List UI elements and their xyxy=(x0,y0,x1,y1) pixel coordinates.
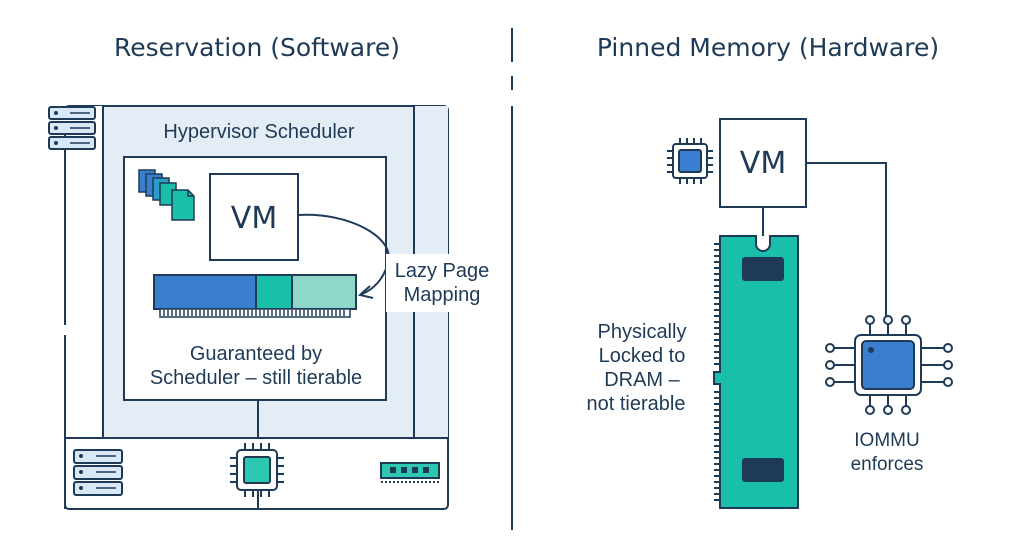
left-title: Reservation (Software) xyxy=(114,33,400,62)
dram-module xyxy=(713,235,799,509)
iommu-label-line1: IOMMU xyxy=(854,430,919,451)
vm-connector-lines xyxy=(762,162,887,322)
left-vm-box xyxy=(209,173,299,261)
mapping-label-line1: Lazy Page xyxy=(395,260,490,282)
cpu-chip-icon xyxy=(667,138,713,184)
iommu-chip-icon xyxy=(825,315,953,415)
locked-label-line2: Locked to xyxy=(599,345,686,367)
right-title: Pinned Memory (Hardware) xyxy=(597,33,939,62)
right-vm-label: VM xyxy=(740,146,786,181)
left-vm-label: VM xyxy=(231,201,277,236)
server-rack-icon xyxy=(73,449,123,496)
locked-label-line1: Physically xyxy=(598,321,687,343)
ram-module-icon xyxy=(380,462,440,483)
cpu-chip-icon xyxy=(230,443,284,497)
mapping-label-bg xyxy=(386,254,492,312)
locked-label-line3: DRAM – xyxy=(604,369,680,391)
left-caption-line2: Scheduler – still tierable xyxy=(150,367,362,389)
left-caption-line1: Guaranteed by xyxy=(190,343,322,365)
iommu-label-line2: enforces xyxy=(851,454,924,475)
scheduler-label: Hypervisor Scheduler xyxy=(163,121,355,143)
ram-module-icon xyxy=(153,274,357,318)
mapping-label-line2: Mapping xyxy=(404,284,481,306)
locked-label-line4: not tierable xyxy=(587,393,686,415)
server-rack-icon xyxy=(48,106,96,150)
memory-pages-icon xyxy=(138,169,195,221)
